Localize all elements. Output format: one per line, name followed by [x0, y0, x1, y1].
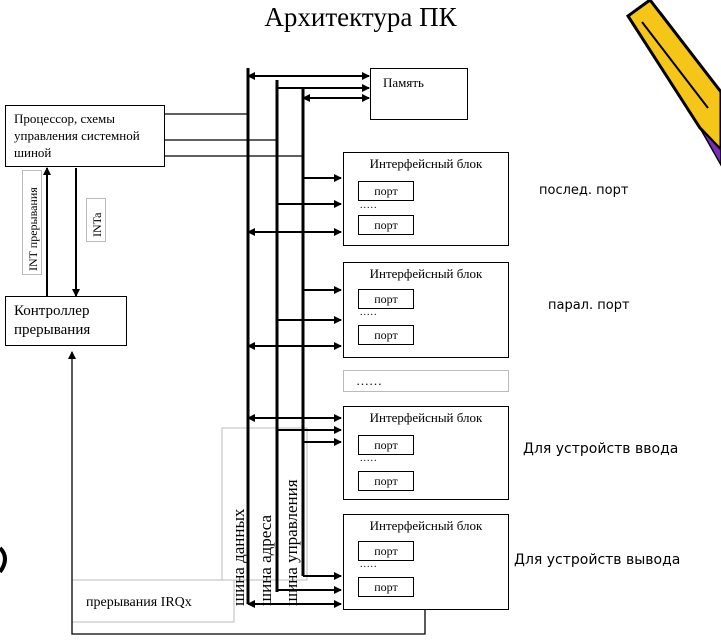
port-ellipsis: .....	[360, 559, 378, 570]
inta-label: INTa	[90, 212, 104, 237]
address-bus-label: шина адреса	[256, 514, 275, 606]
memory-box: Память	[370, 68, 468, 120]
interface-block-3: Интерфейсный блок порт ..... порт	[343, 406, 509, 500]
port-box: порт	[358, 215, 414, 235]
controller-label: Контроллер прерывания	[14, 303, 91, 338]
input-devices-label: Для устройств ввода	[523, 441, 679, 457]
port-box: порт	[358, 541, 414, 561]
interface-block-title: Интерфейсный блок	[369, 518, 483, 533]
more-blocks-ellipsis: ……	[356, 373, 382, 388]
port-box: порт	[358, 577, 414, 597]
processor-label: Процессор, схемы управления системной ши…	[14, 111, 140, 160]
interface-block-2: Интерфейсный блок порт ..... порт	[343, 262, 509, 358]
more-blocks-placeholder: ……	[343, 370, 509, 392]
cropped-shape	[0, 546, 7, 574]
port-box: порт	[358, 181, 414, 201]
port-box: порт	[358, 435, 414, 455]
port-ellipsis: .....	[360, 307, 378, 318]
port-box: порт	[358, 471, 414, 491]
irq-label: прерывания IRQx	[86, 595, 192, 610]
interface-block-1: Интерфейсный блок порт ..... порт	[343, 152, 509, 246]
port-box: порт	[358, 289, 414, 309]
irq-label-frame	[71, 579, 235, 623]
serial-port-label: послед. порт	[539, 183, 629, 198]
interrupt-controller-box: Контроллер прерывания	[5, 296, 127, 346]
port-box: порт	[358, 325, 414, 345]
bus-label-frame	[221, 427, 308, 581]
control-bus-label: шина управления	[282, 479, 301, 606]
int-signal-label: INT прерывания	[26, 187, 40, 271]
parallel-port-label: парал. порт	[548, 298, 630, 313]
interface-block-title: Интерфейсный блок	[369, 410, 483, 425]
output-devices-label: Для устройств вывода	[514, 552, 681, 568]
interface-block-4: Интерфейсный блок порт ..... порт	[343, 514, 509, 610]
port-ellipsis: .....	[360, 200, 378, 211]
processor-box: Процессор, схемы управления системной ши…	[5, 105, 165, 167]
inta-label-frame: INTa	[86, 198, 106, 242]
diagram-title: Архитектура ПК	[264, 2, 457, 32]
port-ellipsis: .....	[360, 453, 378, 464]
pencil-icon	[625, 0, 721, 167]
interface-block-title: Интерфейсный блок	[369, 266, 483, 281]
memory-label: Память	[383, 75, 424, 90]
interface-block-title: Интерфейсный блок	[369, 156, 483, 171]
data-bus-label: шина данных	[229, 508, 248, 606]
int-label-frame: INT прерывания	[22, 170, 42, 275]
